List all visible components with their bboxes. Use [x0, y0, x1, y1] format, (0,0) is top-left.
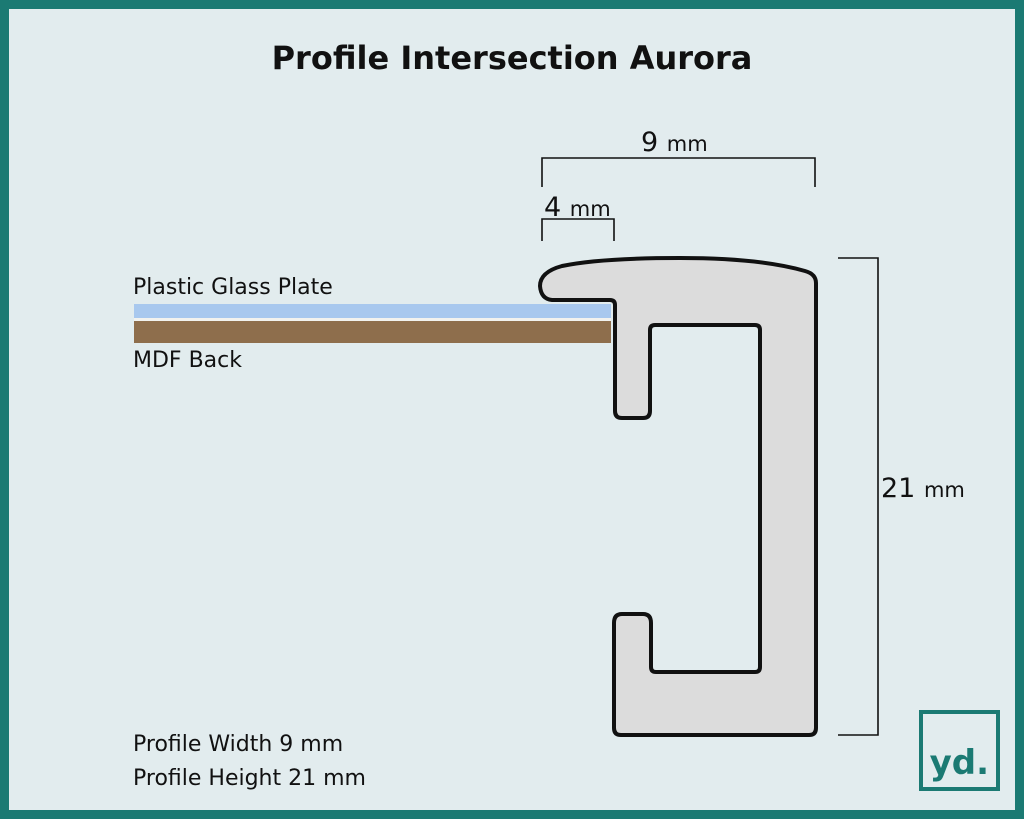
page-title: Profile Intersection Aurora [271, 39, 753, 77]
profile-height-spec: Profile Height 21 mm [133, 766, 366, 791]
height-dimension-bracket [838, 257, 879, 736]
width-dimension-label: 9 mm [641, 127, 708, 158]
height-unit: mm [923, 478, 965, 502]
rebate-unit: mm [569, 197, 611, 221]
rebate-value: 4 [544, 192, 562, 223]
plate-separator [134, 318, 611, 321]
width-dimension-bracket [541, 157, 816, 187]
width-value: 9 [641, 127, 659, 158]
mdf-back-label: MDF Back [133, 348, 242, 373]
mdf-back [134, 321, 611, 343]
frame-profile [538, 256, 818, 737]
profile-width-spec: Profile Width 9 mm [133, 732, 344, 757]
rebate-dimension-bracket [541, 218, 615, 241]
glass-plate-label: Plastic Glass Plate [133, 275, 333, 300]
brand-logo-text: yd. [929, 743, 989, 783]
width-unit: mm [666, 132, 708, 156]
height-value: 21 [881, 473, 916, 504]
rebate-dimension-label: 4 mm [544, 192, 611, 223]
brand-logo: yd. [919, 710, 1000, 791]
height-dimension-label: 21 mm [881, 473, 965, 504]
glass-plate [134, 304, 611, 318]
